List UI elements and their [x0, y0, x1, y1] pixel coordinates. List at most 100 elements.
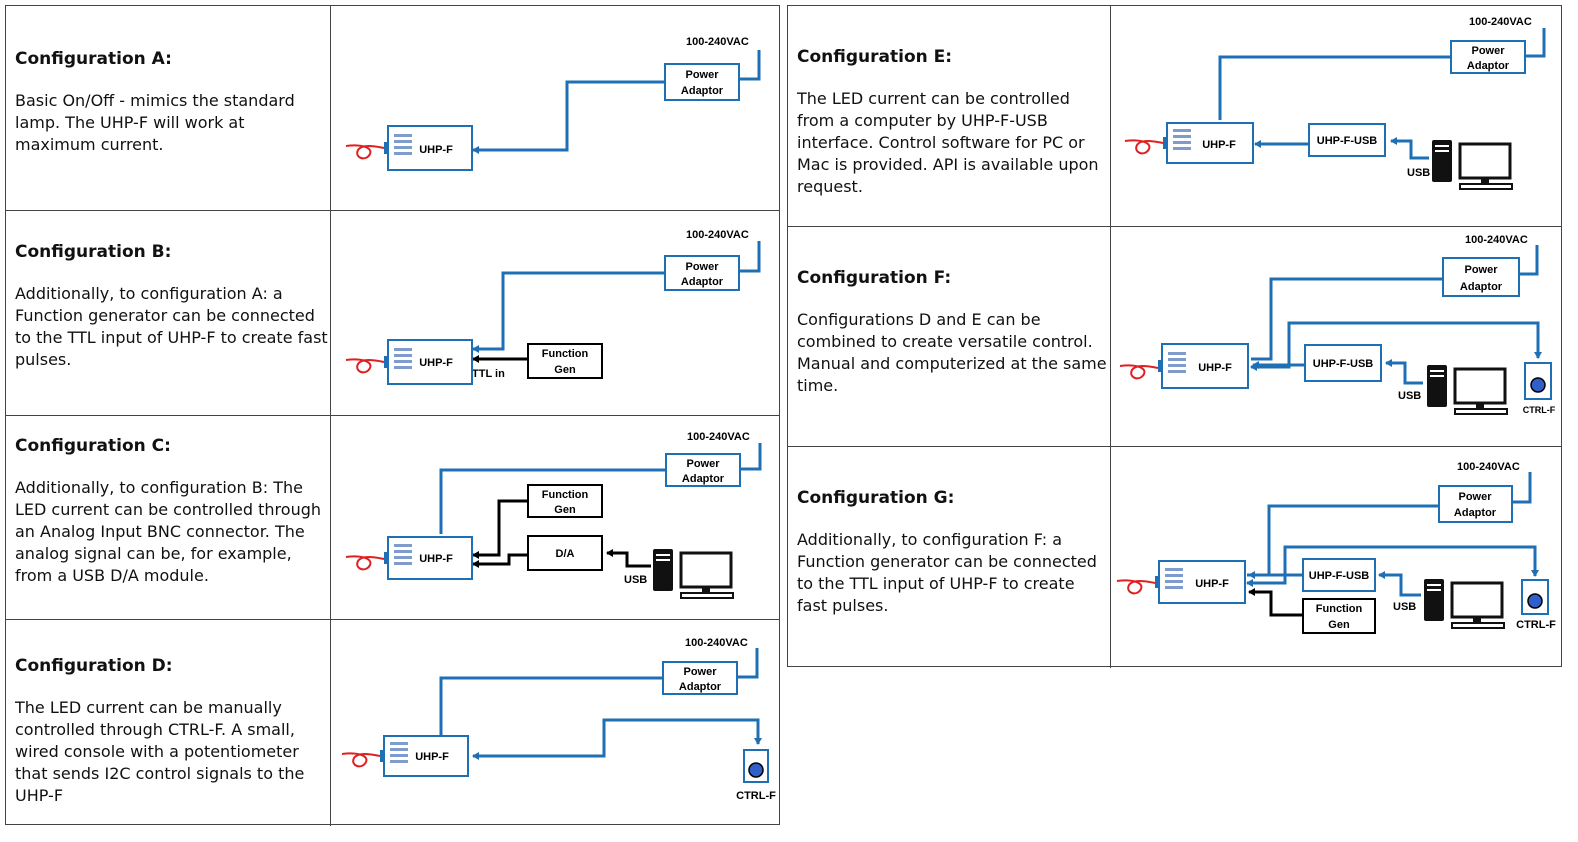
function-gen-label-2: Gen — [1328, 619, 1350, 631]
ctrl-f-knob-icon — [1530, 377, 1546, 393]
uhp-f-label: UHP-F — [1198, 362, 1232, 374]
usb-wire — [1390, 137, 1429, 160]
config-row-e: Configuration E: The LED current can be … — [788, 6, 1561, 227]
function-gen-box — [1302, 598, 1376, 634]
uhp-f-label: UHP-F — [419, 357, 453, 369]
uhp-f-box — [1161, 343, 1249, 389]
function-gen-label-1: Function — [1316, 603, 1363, 615]
config-a-diagram-svg: 100-240VAC Power Adaptor UHP-F — [345, 36, 761, 171]
fiber-icon — [345, 555, 385, 571]
uhp-f-usb-box — [1302, 558, 1376, 592]
right-config-table: Configuration E: The LED current can be … — [787, 5, 1562, 668]
config-g-diagram-svg: 100-240VAC Power Adaptor UHP-F-USB USB F… — [1116, 461, 1556, 634]
usb-wire — [606, 549, 651, 568]
config-b-diagram: 100-240VAC Power Adaptor Function Gen TT… — [331, 211, 779, 415]
config-b-text-cell: Configuration B: Additionally, to config… — [6, 211, 331, 415]
config-d-diagram: 100-240VAC Power Adaptor CTRL-F UHP-F — [331, 620, 779, 826]
uhp-f-label: UHP-F — [1195, 578, 1229, 590]
fiber-icon — [1124, 139, 1164, 155]
config-b-diagram-svg: 100-240VAC Power Adaptor Function Gen TT… — [345, 229, 761, 385]
ctrl-f-knob-icon — [748, 762, 764, 778]
config-c-diagram: 100-240VAC Power Adaptor Function Gen D/… — [331, 416, 779, 619]
config-c-title: Configuration C: — [15, 436, 171, 456]
config-e-diagram-svg: 100-240VAC Power Adaptor UHP-F-USB USB U… — [1124, 16, 1546, 191]
config-c-diagram-svg: 100-240VAC Power Adaptor Function Gen D/… — [345, 431, 762, 600]
ttl-wire — [1248, 588, 1303, 617]
ttl-wire — [472, 499, 528, 559]
config-a-text-cell: Configuration A: Basic On/Off - mimics t… — [6, 6, 331, 210]
function-gen-label-2: Gen — [554, 364, 576, 376]
power-label-1: Power — [686, 458, 720, 470]
usb-wire — [1385, 359, 1423, 385]
config-b-description: Additionally, to configuration A: a Func… — [15, 284, 328, 369]
uhp-f-label: UHP-F — [1202, 139, 1236, 151]
vac-label: 100-240VAC — [686, 229, 749, 241]
vac-label: 100-240VAC — [685, 637, 748, 649]
ctrl-f-label: CTRL-F — [736, 790, 776, 802]
config-row-b: Configuration B: Additionally, to config… — [6, 211, 779, 416]
ctrl-wire — [1246, 545, 1537, 587]
fiber-icon — [345, 144, 385, 160]
uhp-f-usb-label: UHP-F-USB — [1309, 570, 1370, 582]
da-box — [527, 535, 603, 571]
ctrl-wire-to-uhp — [1250, 357, 1291, 371]
power-label-1: Power — [683, 666, 717, 678]
fiber-port — [380, 750, 384, 762]
function-gen-box — [527, 343, 603, 379]
vac-label: 100-240VAC — [1469, 16, 1532, 28]
uhp-f-label: UHP-F — [419, 144, 453, 156]
config-row-d: Configuration D: The LED current can be … — [6, 620, 779, 826]
power-adaptor-box — [1442, 257, 1520, 297]
computer-icon — [1422, 577, 1506, 630]
ctrl-f-label: CTRL-F — [1523, 405, 1556, 415]
usb-label: USB — [1393, 601, 1416, 613]
fiber-icon — [1119, 364, 1159, 380]
uhp-f-usb-label: UHP-F-USB — [1317, 135, 1378, 147]
ac-wire — [741, 443, 762, 471]
fiber-port — [1155, 576, 1159, 588]
fiber-port — [1158, 360, 1162, 372]
config-c-text-cell: Configuration C: Additionally, to config… — [6, 416, 331, 619]
config-a-description: Basic On/Off - mimics the standard lamp.… — [15, 91, 295, 154]
power-label-1: Power — [1458, 491, 1492, 503]
power-adaptor-box — [1438, 485, 1513, 523]
config-d-description: The LED current can be manually controll… — [15, 698, 305, 805]
uhp-f-usb-box — [1304, 344, 1382, 382]
power-label-2: Adaptor — [682, 473, 725, 485]
config-b-title: Configuration B: — [15, 242, 172, 262]
fiber-icon — [345, 358, 385, 374]
power-label-1: Power — [685, 69, 719, 81]
ac-wire — [740, 241, 761, 273]
config-row-c: Configuration C: Additionally, to config… — [6, 416, 779, 620]
fiber-port — [1163, 137, 1167, 149]
power-label-2: Adaptor — [679, 681, 722, 693]
function-gen-box — [527, 484, 603, 518]
config-f-text-cell: Configuration F: Configurations D and E … — [788, 227, 1111, 446]
function-gen-label-2: Gen — [554, 504, 576, 516]
power-adaptor-box — [664, 255, 740, 291]
function-gen-label-1: Function — [542, 348, 589, 360]
uhp-f-usb-label: UHP-F-USB — [1313, 358, 1374, 370]
ac-wire — [1512, 472, 1532, 504]
power-label-1: Power — [1464, 264, 1498, 276]
ac-wire — [1519, 245, 1539, 276]
config-f-diagram-svg: 100-240VAC Power Adaptor UHP-F-USB USB C… — [1119, 234, 1556, 416]
uhp-f-label: UHP-F — [419, 553, 453, 565]
config-a-title: Configuration A: — [15, 49, 172, 69]
power-label-2: Adaptor — [681, 85, 724, 97]
power-label-2: Adaptor — [1454, 507, 1497, 519]
vac-label: 100-240VAC — [686, 36, 749, 48]
function-gen-label-1: Function — [542, 489, 589, 501]
power-wire — [1251, 277, 1443, 361]
usb-label: USB — [624, 574, 647, 586]
config-e-description: The LED current can be controlled from a… — [797, 89, 1099, 196]
fiber-port — [384, 142, 388, 154]
config-d-title: Configuration D: — [15, 656, 173, 676]
config-f-diagram: 100-240VAC Power Adaptor UHP-F-USB USB C… — [1111, 227, 1561, 446]
usb-label: USB — [1398, 390, 1421, 402]
config-g-diagram: 100-240VAC Power Adaptor UHP-F-USB USB F… — [1111, 447, 1561, 668]
vac-label: 100-240VAC — [1465, 234, 1528, 246]
ac-wire — [737, 648, 759, 679]
power-adaptor-box — [665, 453, 741, 487]
power-wire — [472, 271, 665, 353]
